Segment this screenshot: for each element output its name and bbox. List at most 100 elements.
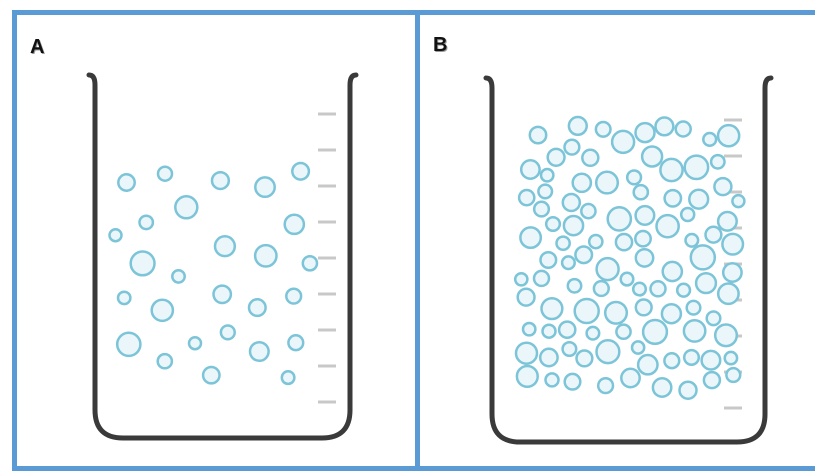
particle bbox=[129, 250, 156, 277]
particle bbox=[713, 323, 739, 348]
particle bbox=[631, 281, 648, 297]
particle bbox=[587, 233, 604, 250]
particle bbox=[716, 210, 738, 232]
particle bbox=[117, 173, 136, 192]
particle bbox=[595, 339, 621, 365]
particle bbox=[716, 282, 740, 306]
particle bbox=[532, 269, 551, 288]
particle bbox=[580, 202, 597, 220]
particle bbox=[606, 206, 633, 232]
particle bbox=[574, 245, 594, 265]
particle bbox=[659, 157, 684, 183]
particle bbox=[640, 145, 664, 168]
particle bbox=[702, 370, 722, 390]
particle bbox=[684, 232, 700, 248]
particle bbox=[625, 169, 643, 186]
particle bbox=[557, 320, 577, 340]
beaker-a bbox=[86, 72, 359, 441]
particle bbox=[630, 340, 646, 355]
particle bbox=[219, 324, 236, 341]
particle bbox=[661, 260, 684, 283]
particle bbox=[594, 170, 620, 195]
particle bbox=[731, 193, 746, 209]
particle bbox=[538, 347, 559, 368]
particle bbox=[563, 138, 581, 156]
particle bbox=[700, 349, 722, 371]
particle bbox=[705, 310, 722, 327]
particle bbox=[651, 377, 673, 398]
particle bbox=[528, 125, 548, 145]
beaker-outline bbox=[86, 72, 359, 441]
particle bbox=[614, 232, 634, 252]
particle bbox=[174, 195, 199, 220]
particle bbox=[561, 340, 578, 358]
particle bbox=[641, 318, 669, 346]
particle bbox=[634, 229, 652, 248]
particle bbox=[581, 148, 600, 168]
particle bbox=[171, 268, 186, 284]
particle bbox=[663, 352, 681, 370]
particle bbox=[513, 271, 529, 287]
particle bbox=[594, 120, 612, 138]
particle bbox=[682, 348, 701, 366]
particle bbox=[544, 372, 560, 388]
particle bbox=[725, 366, 742, 384]
particle bbox=[150, 298, 175, 323]
particle bbox=[115, 331, 142, 358]
particle bbox=[634, 121, 656, 144]
beaker-b bbox=[483, 75, 774, 445]
particle bbox=[541, 323, 557, 339]
particle bbox=[575, 349, 594, 368]
particle bbox=[704, 225, 723, 244]
particle bbox=[562, 214, 585, 237]
particle bbox=[636, 353, 659, 376]
particle bbox=[539, 167, 555, 183]
particle bbox=[674, 120, 692, 138]
panel-a-label: A bbox=[30, 36, 45, 58]
particle bbox=[156, 165, 174, 182]
particle bbox=[560, 255, 576, 271]
particle bbox=[683, 154, 710, 181]
particle bbox=[713, 176, 733, 197]
particle bbox=[210, 170, 231, 191]
particle bbox=[212, 284, 233, 305]
particle bbox=[682, 318, 707, 343]
particle bbox=[280, 370, 296, 386]
particle bbox=[663, 188, 683, 208]
particle bbox=[716, 123, 741, 148]
particle bbox=[285, 287, 303, 305]
particle bbox=[610, 129, 636, 155]
particle bbox=[563, 372, 582, 391]
particle bbox=[213, 235, 237, 258]
panel-b-label: B bbox=[433, 34, 448, 56]
particle bbox=[201, 365, 221, 385]
particle bbox=[634, 204, 656, 226]
particle bbox=[655, 213, 680, 239]
particle bbox=[721, 262, 743, 283]
particle bbox=[521, 321, 537, 337]
particle bbox=[685, 299, 702, 316]
particle bbox=[555, 235, 571, 252]
particle bbox=[519, 159, 541, 180]
particle bbox=[283, 213, 306, 236]
particle bbox=[253, 243, 278, 268]
particle bbox=[138, 214, 155, 231]
particle bbox=[108, 227, 123, 243]
particle bbox=[694, 271, 718, 295]
particle bbox=[649, 280, 667, 298]
particle bbox=[287, 334, 305, 352]
particle bbox=[537, 183, 554, 200]
particle bbox=[116, 290, 132, 306]
particle bbox=[689, 244, 717, 271]
particle bbox=[723, 350, 739, 366]
particle bbox=[679, 206, 696, 223]
particle bbox=[156, 352, 174, 370]
particle bbox=[540, 296, 564, 321]
particle bbox=[546, 147, 566, 167]
particle bbox=[291, 161, 311, 181]
particle bbox=[721, 232, 745, 256]
particle bbox=[619, 271, 635, 287]
particle bbox=[675, 282, 692, 298]
particle bbox=[544, 215, 562, 233]
particle bbox=[566, 277, 583, 294]
